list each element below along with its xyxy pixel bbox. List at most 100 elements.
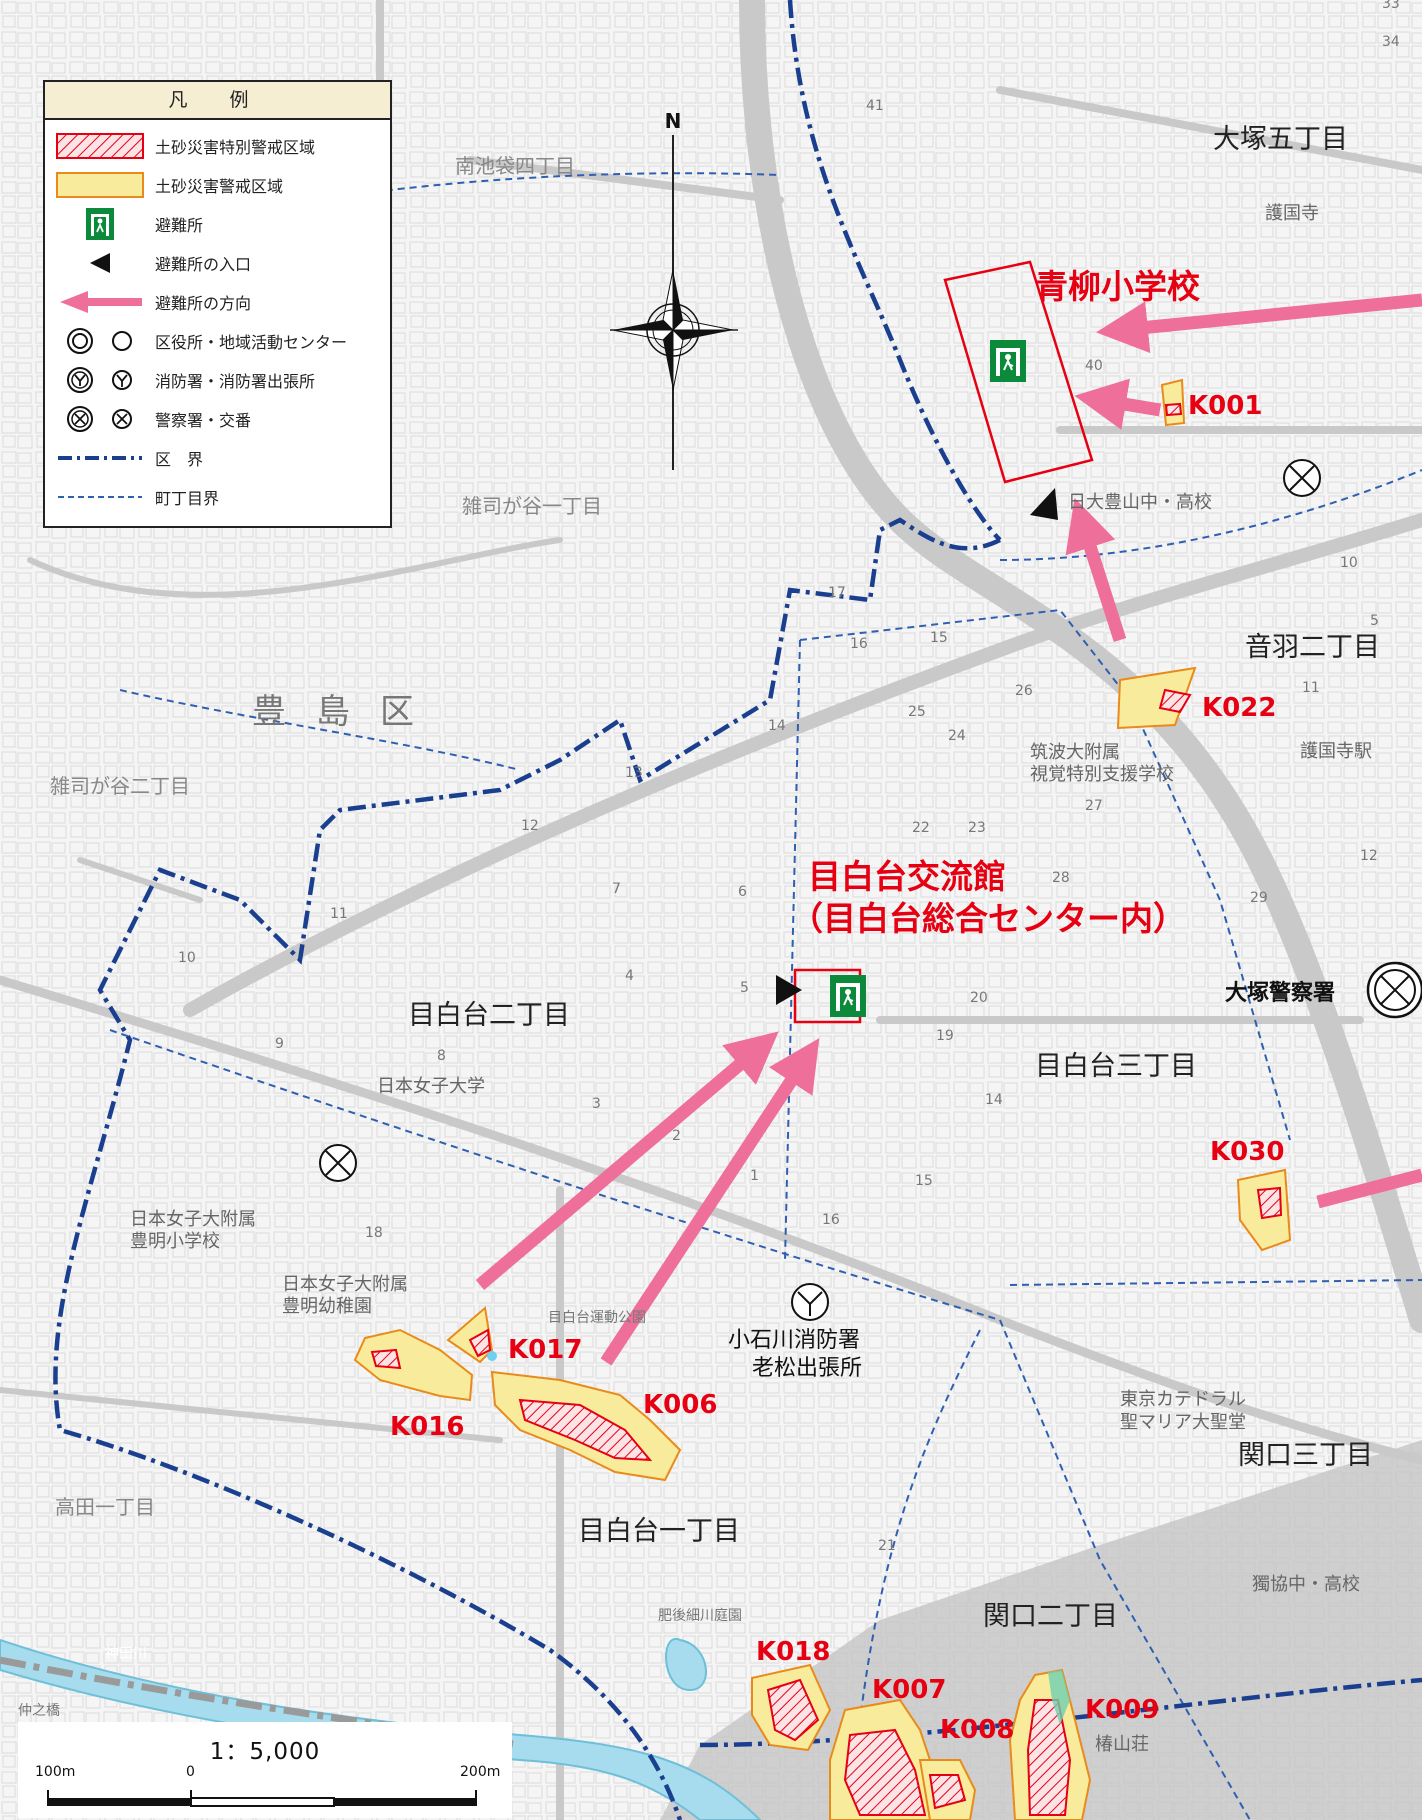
zone-label: K018 [756, 1637, 830, 1667]
legend-item: 土砂災害特別警戒区域 [45, 126, 390, 165]
river-label: 神田川 [105, 1646, 147, 1662]
ward-boundary-line [58, 455, 142, 460]
facility-label: 日大豊山中・高校 [1068, 492, 1212, 513]
facility-label: 小石川消防署 [728, 1328, 860, 1353]
legend-item: 消防署・消防署出張所 [45, 360, 390, 399]
scale-tick-right: 200m [460, 1764, 501, 1780]
legend-item: 避難所の入口 [45, 243, 390, 282]
svg-text:15: 15 [915, 1173, 933, 1189]
zone-label: K009 [1085, 1695, 1159, 1725]
scale-ratio: 1：5,000 [209, 1739, 321, 1765]
facility-label: 筑波大附属 [1030, 742, 1120, 763]
shelter-name: 目白台交流館 [808, 857, 1006, 896]
warning-zone-swatch [56, 171, 144, 198]
svg-text:29: 29 [1250, 890, 1268, 906]
legend-item: 避難所の方向 [45, 282, 390, 321]
svg-text:22: 22 [912, 820, 930, 836]
svg-text:20: 20 [970, 990, 988, 1006]
svg-text:2: 2 [672, 1128, 681, 1144]
garden-pond [665, 1637, 707, 1692]
legend-label: 区役所・地域活動センター [155, 332, 348, 352]
legend-label: 区 界 [155, 449, 204, 469]
direction-arrow-icon [475, 1031, 779, 1290]
svg-text:33: 33 [1382, 0, 1400, 12]
facility-label: 日本女子大附属 [282, 1274, 408, 1295]
facility-label: 仲之橋 [18, 1703, 60, 1719]
zone-labels: K001 K022 K030 K017 K016 K006 K018 K007 … [390, 391, 1284, 1745]
svg-text:10: 10 [1340, 555, 1358, 571]
district-label: 目白台二丁目 [408, 1000, 570, 1031]
district-label: 目白台三丁目 [1035, 1051, 1197, 1082]
scale-tick-mid: 0 [186, 1764, 195, 1780]
block-numbers: 33 34 41 40 10 5 11 12 15 16 17 14 13 12… [178, 0, 1400, 1554]
ward-office-icon [67, 327, 132, 354]
legend-label: 警察署・交番 [155, 410, 252, 430]
svg-text:12: 12 [1360, 848, 1378, 864]
facility-label: 目白台運動公園 [548, 1310, 646, 1326]
facility-label: 肥後細川庭園 [658, 1607, 742, 1624]
zone-label: K006 [643, 1390, 717, 1420]
direction-arrow-icon [1065, 497, 1127, 642]
svg-text:8: 8 [437, 1048, 446, 1064]
zone-label: K030 [1210, 1137, 1284, 1167]
district-label: 雑司が谷二丁目 [50, 774, 190, 798]
direction-arrow-icon [1096, 293, 1422, 354]
facility-label: 日本女子大学 [377, 1076, 485, 1097]
svg-text:5: 5 [1370, 613, 1379, 629]
legend-label: 町丁目界 [155, 488, 220, 508]
district-label: 音羽二丁目 [1245, 632, 1380, 663]
facility-label: 護国寺 [1265, 203, 1319, 224]
svg-text:13: 13 [625, 765, 643, 781]
district-label: 関口三丁目 [1238, 1440, 1373, 1471]
svg-text:15: 15 [930, 630, 948, 646]
legend-label: 土砂災害警戒区域 [155, 176, 284, 196]
svg-text:24: 24 [948, 728, 966, 744]
svg-text:34: 34 [1382, 34, 1400, 50]
zone-label: K001 [1188, 391, 1262, 421]
entrance-triangle-icon [90, 252, 110, 273]
legend-item: 区役所・地域活動センター [45, 321, 390, 360]
entrance-triangle-icon [1030, 488, 1058, 520]
legend-label: 避難所 [155, 215, 204, 235]
facility-label: 大塚警察署 [1225, 980, 1335, 1006]
facility-label: 椿山荘 [1095, 1734, 1149, 1755]
facility-label: 老松出張所 [752, 1356, 862, 1381]
svg-text:11: 11 [330, 906, 348, 922]
shelter-icon [830, 975, 866, 1017]
svg-text:26: 26 [1015, 683, 1033, 699]
facility-label: 豊明幼稚園 [282, 1296, 372, 1317]
legend-label: 土砂災害特別警戒区域 [155, 137, 316, 157]
direction-arrow-icon [1074, 378, 1162, 430]
legend-label: 消防署・消防署出張所 [155, 371, 316, 391]
svg-text:1: 1 [750, 1168, 759, 1184]
svg-text:5: 5 [740, 980, 749, 996]
svg-text:16: 16 [850, 636, 868, 652]
svg-text:18: 18 [365, 1225, 383, 1241]
legend-item: 町丁目界 [45, 477, 390, 516]
zone-label: K008 [940, 1715, 1014, 1745]
north-label: N [665, 109, 682, 133]
district-label: 雑司が谷一丁目 [462, 494, 602, 518]
zone-label: K022 [1202, 693, 1276, 723]
svg-text:40: 40 [1085, 358, 1103, 374]
svg-text:14: 14 [768, 718, 786, 734]
scale-bar: 1：5,000 100m 0 200m [18, 1722, 512, 1818]
police-icon [1283, 459, 1321, 497]
direction-arrow-icon [60, 290, 142, 313]
district-label: 高田一丁目 [55, 1495, 155, 1519]
svg-text:23: 23 [968, 820, 986, 836]
special-warning-zone-swatch [56, 132, 144, 159]
svg-text:16: 16 [822, 1212, 840, 1228]
shelter-name: （目白台総合センター内） [790, 899, 1186, 938]
svg-text:25: 25 [908, 704, 926, 720]
facility-label: 獨協中・高校 [1252, 1574, 1360, 1595]
scale-graphic [47, 1790, 477, 1807]
ward-label: 豊島区 [252, 692, 444, 732]
compass: N [610, 109, 738, 470]
district-label: 関口二丁目 [983, 1601, 1118, 1632]
police-icon [67, 405, 132, 432]
scale-tick-left: 100m [35, 1764, 76, 1780]
svg-text:21: 21 [878, 1538, 896, 1554]
legend-item: 土砂災害警戒区域 [45, 165, 390, 204]
